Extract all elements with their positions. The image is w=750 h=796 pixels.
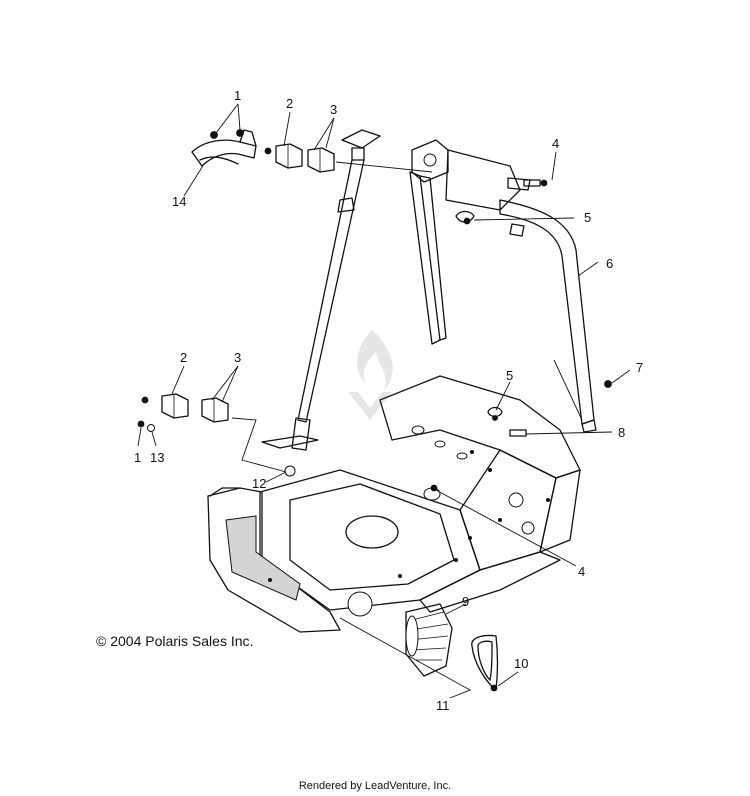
- copyright-text: © 2004 Polaris Sales Inc.: [96, 633, 254, 649]
- callout-6: 6: [606, 256, 613, 271]
- callout-4-lower: 4: [578, 564, 585, 579]
- callout-1-lower: 1: [134, 450, 141, 465]
- callout-3-top: 3: [330, 102, 337, 117]
- callout-14: 14: [172, 194, 186, 209]
- handlebar-bracket-part: [191, 129, 257, 167]
- steering-column-part: [261, 129, 381, 451]
- callout-2-top: 2: [286, 96, 293, 111]
- retaining-ring-part: [471, 634, 499, 692]
- callout-10: 10: [514, 656, 528, 671]
- callout-8: 8: [618, 425, 625, 440]
- callout-13: 13: [150, 450, 164, 465]
- callout-5-top: 5: [584, 210, 591, 225]
- hardware-part: [430, 179, 612, 492]
- chassis-frame-part: [207, 375, 581, 633]
- callout-7: 7: [636, 360, 643, 375]
- callout-12: 12: [252, 476, 266, 491]
- callout-4-top: 4: [552, 136, 559, 151]
- leader-lines: [137, 103, 631, 699]
- footer-text: Rendered by LeadVenture, Inc.: [298, 780, 452, 792]
- callout-11: 11: [436, 698, 450, 713]
- watermark-logo: [348, 330, 393, 420]
- steering-support-part: [409, 139, 597, 433]
- callout-5-lower: 5: [506, 368, 513, 383]
- lower-clamp-part: [137, 393, 296, 477]
- callout-1-top: 1: [234, 88, 241, 103]
- callout-2-lower: 2: [180, 350, 187, 365]
- callout-9: 9: [462, 594, 469, 609]
- upper-clamp-part: [264, 143, 335, 173]
- callout-labels: 1 2 3 4 5 6 14 2 3 5 7 8 1 13 12 4 9 10 …: [134, 88, 643, 713]
- rubber-boot-part: [405, 603, 453, 677]
- callout-3-lower: 3: [234, 350, 241, 365]
